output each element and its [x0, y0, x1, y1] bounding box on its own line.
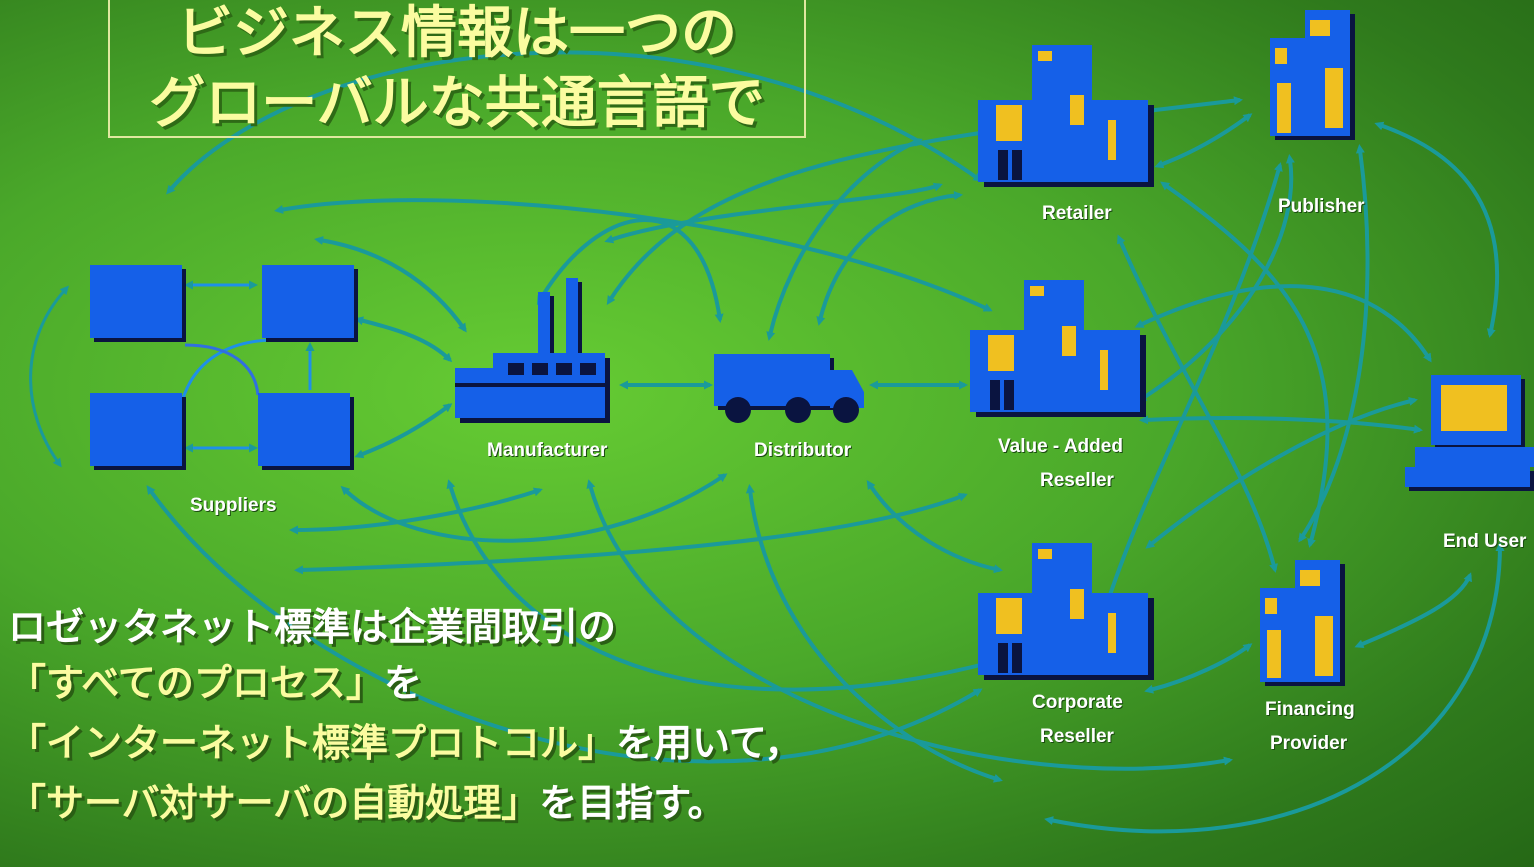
supplier-box-4 [258, 393, 350, 466]
supplier-box-2 [262, 265, 354, 338]
title-line-2: グローバルな共通言語で [149, 71, 765, 136]
manufacturer-label: Manufacturer [487, 440, 608, 461]
body-line-2: 「すべてのプロセス」を [8, 652, 422, 707]
retailer-label: Retailer [1042, 203, 1112, 224]
factory-icon [455, 278, 610, 423]
end-user-label: End User [1443, 531, 1527, 552]
body-line-4-rest: を目指す。 [539, 781, 726, 825]
body-line-4-highlight: 「サーバ対サーバの自動処理」 [8, 781, 540, 825]
body-line-2-highlight: 「すべてのプロセス」 [8, 661, 384, 705]
corporate-label-2: Reseller [1040, 726, 1114, 747]
body-line-4: 「サーバ対サーバの自動処理」を目指す。 [8, 772, 725, 827]
publisher-icon [1270, 10, 1355, 140]
supplier-box-1 [90, 265, 182, 338]
body-line-3-rest: を用いて， [616, 721, 803, 765]
title-box: ビジネス情報は一つの グローバルな共通言語で [108, 0, 806, 138]
corporate-label-1: Corporate [1032, 692, 1123, 713]
body-line-2-rest: を [383, 661, 422, 705]
body-line-3-highlight: 「インターネット標準プロトコル」 [8, 721, 617, 765]
var-label-1: Value - Added [998, 436, 1123, 457]
var-label-2: Reseller [1040, 470, 1114, 491]
truck-icon [714, 354, 864, 423]
building-icon-var [970, 280, 1146, 417]
supplier-box-3 [90, 393, 182, 466]
publisher-label: Publisher [1278, 196, 1365, 217]
body-line-3: 「インターネット標準プロトコル」を用いて， [8, 712, 802, 767]
building-icon-retailer [978, 45, 1154, 187]
financing-label-1: Financing [1265, 699, 1355, 720]
financing-label-2: Provider [1270, 733, 1348, 754]
title-line-1: ビジネス情報は一つの [177, 1, 737, 66]
financing-icon [1260, 560, 1345, 686]
distributor-label: Distributor [754, 440, 852, 461]
body-line-1: ロゼッタネット標準は企業間取引の [8, 605, 617, 649]
suppliers-label: Suppliers [190, 495, 277, 516]
computer-icon [1405, 375, 1534, 491]
building-icon-corporate [978, 543, 1154, 680]
